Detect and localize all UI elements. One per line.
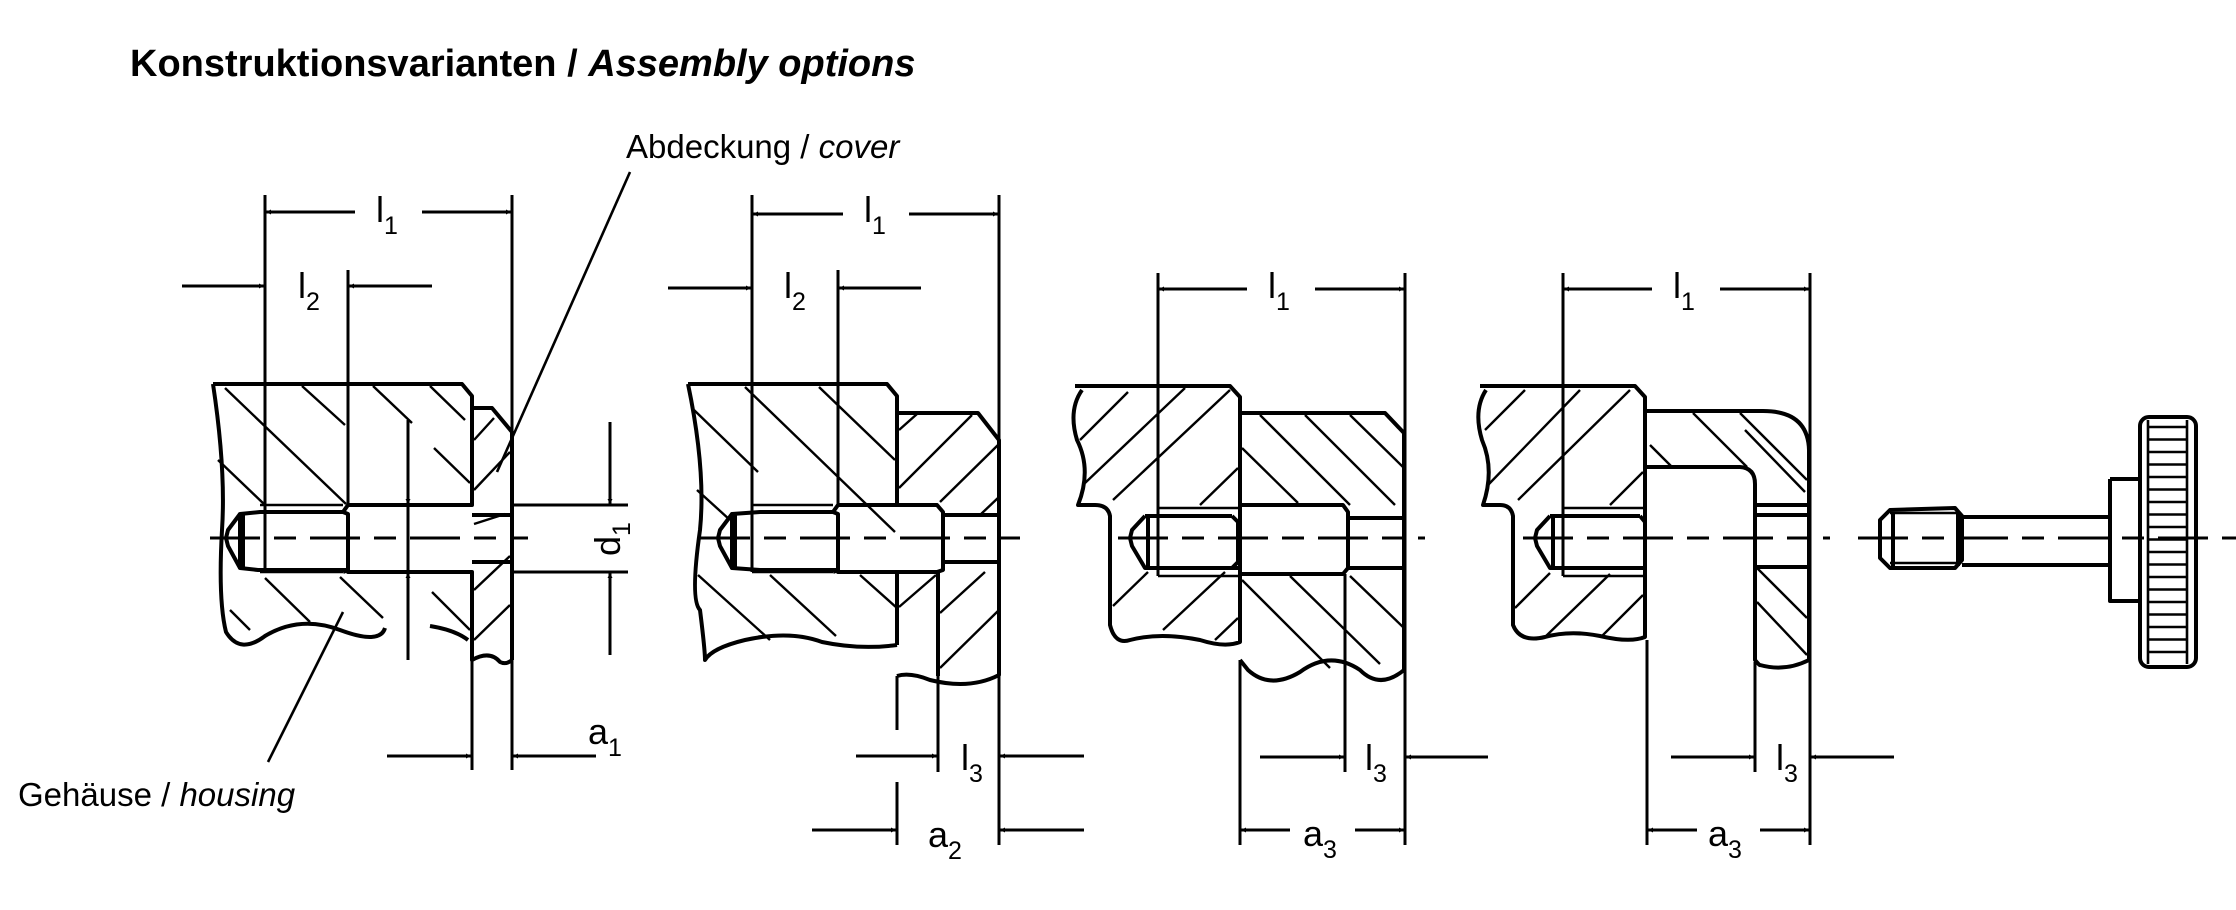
variant-1-setscrew — [224, 510, 350, 574]
callout-cover-label: Abdeckung / cover — [626, 128, 901, 165]
knurled-head — [2138, 415, 2198, 669]
screw-collar — [2108, 477, 2140, 603]
variant-3-cover — [1238, 411, 1406, 683]
title-english: Assembly options — [587, 43, 915, 85]
dim-l2-label: l2 — [784, 265, 806, 316]
callout-housing-leader — [266, 611, 345, 763]
variant-2-cover — [896, 411, 1001, 686]
title-german: Konstruktionsvarianten / — [130, 43, 588, 85]
dim-l1-label: l1 — [1673, 265, 1695, 316]
knurl-pattern — [2148, 425, 2187, 654]
dim-l3-label: l3 — [1365, 737, 1387, 788]
variant-1-housing-hatch — [217, 385, 471, 631]
variant-4-housing — [1476, 384, 1647, 642]
variant-3-setscrew — [1128, 514, 1240, 570]
variant-2-setscrew — [716, 510, 840, 574]
dim-d1-label: d1 — [587, 522, 636, 556]
dim-l3-label: l3 — [961, 737, 983, 788]
variant-4-cover-bracket — [1647, 409, 1811, 670]
screw-shank — [1962, 515, 2110, 567]
dim-l1-label: l1 — [1268, 265, 1290, 316]
dim-a3-label: a3 — [1708, 813, 1742, 864]
page-title: Konstruktionsvarianten / Assembly option… — [130, 43, 916, 85]
variant-2: l1 l2 l3 a2 — [668, 189, 1084, 865]
dim-a1-label: a1 — [588, 711, 622, 762]
variant-4: l1 l3 a3 — [1476, 265, 1894, 864]
dim-l3-label: l3 — [1776, 737, 1798, 788]
variant-2-hatch — [693, 386, 1000, 669]
variant-1: l1 l2 d1 a1 — [182, 189, 636, 770]
dim-l1-label: l1 — [376, 189, 398, 240]
variant-1-cover — [470, 406, 514, 666]
dim-l1-label: l1 — [864, 189, 886, 240]
variant-3-housing — [1071, 384, 1242, 647]
variant-2-housing — [686, 382, 899, 662]
dim-a3-label: a3 — [1303, 813, 1337, 864]
callout-cover-leader — [495, 171, 632, 473]
callout-housing-label: Gehäuse / housing — [18, 776, 296, 813]
dim-l2-label: l2 — [298, 265, 320, 316]
variant-3-hatch — [1079, 387, 1405, 669]
dim-a2-label: a2 — [928, 814, 962, 865]
variant-4-setscrew — [1533, 514, 1647, 570]
variant-3: l1 l3 a3 — [1071, 265, 1488, 864]
knurled-thumb-screw — [1858, 415, 2236, 669]
variant-4-hatch — [1484, 389, 1808, 656]
